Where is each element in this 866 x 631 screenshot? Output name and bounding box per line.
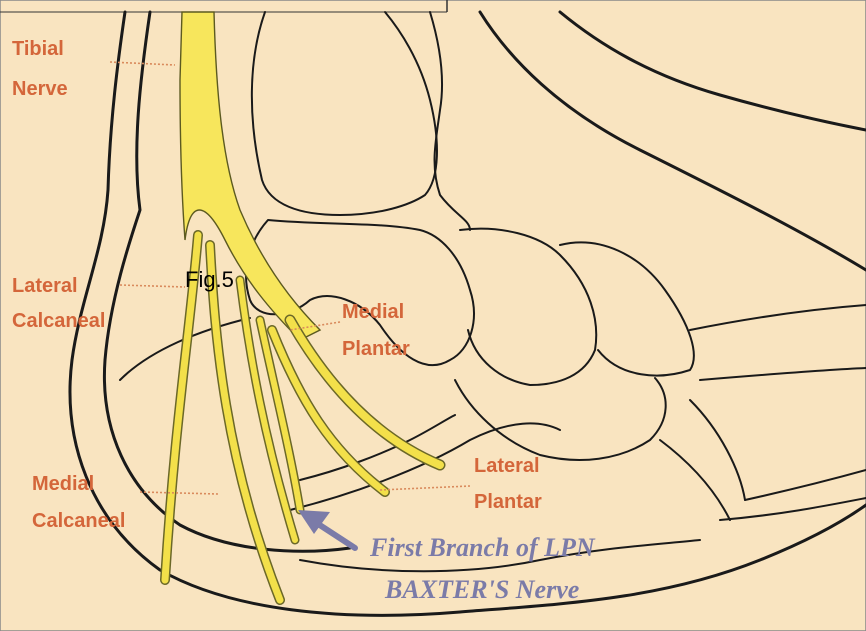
figure-number: Fig.5 (185, 267, 234, 292)
caption-baxters-nerve: BAXTER'S Nerve (384, 575, 579, 604)
caption-first-branch: First Branch of LPN (369, 533, 596, 562)
